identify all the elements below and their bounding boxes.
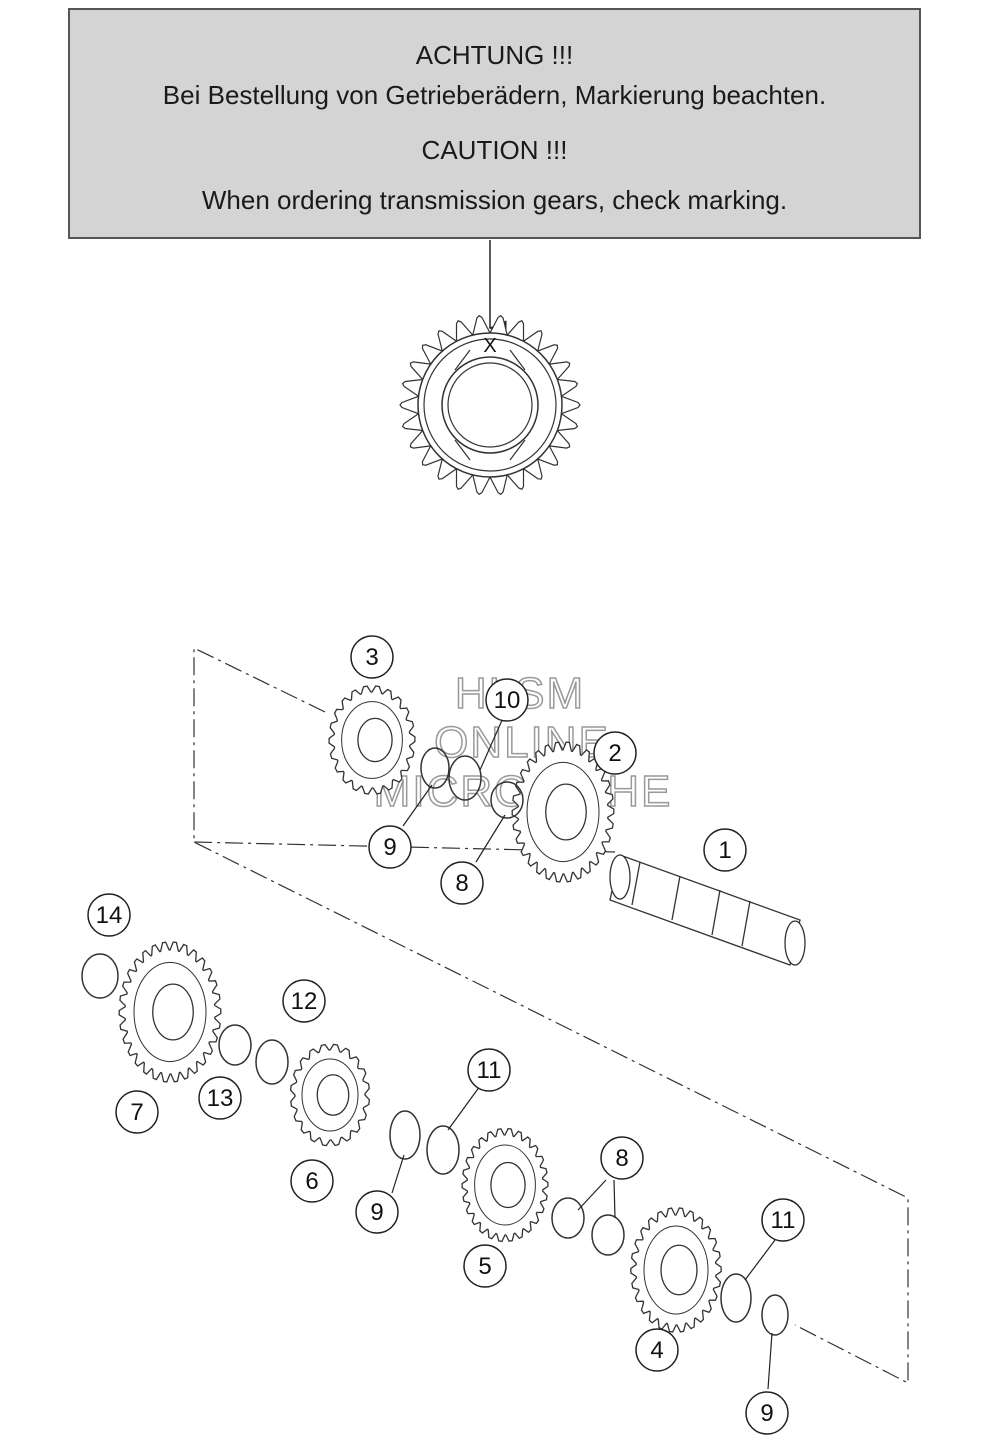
rings-group	[81, 747, 789, 1336]
callout-7: 7	[115, 1090, 159, 1134]
callout-number: 14	[96, 902, 123, 929]
callout-6: 6	[290, 1159, 334, 1203]
gear-4-icon	[630, 1207, 722, 1333]
callout-9: 9	[745, 1391, 789, 1435]
notice-en-title: CAUTION !!!	[421, 135, 568, 165]
callout-14: 14	[87, 893, 131, 937]
callout-number: 8	[455, 870, 468, 897]
shaft-part	[609, 854, 806, 966]
callout-number: 7	[130, 1099, 143, 1126]
gear-3-icon	[328, 685, 416, 795]
callout-4: 4	[635, 1328, 679, 1372]
callout-3: 3	[350, 635, 394, 679]
bushing-8c	[591, 1214, 625, 1256]
callout-11: 11	[761, 1198, 805, 1242]
bushing-13	[218, 1024, 252, 1066]
callout-5: 5	[463, 1244, 507, 1288]
callout-8: 8	[440, 861, 484, 905]
callout-number: 5	[478, 1253, 491, 1280]
gear-6-icon	[289, 1043, 371, 1147]
bushing-8b	[551, 1197, 585, 1239]
callout-number: 3	[365, 644, 378, 671]
callout-9: 9	[355, 1190, 399, 1234]
circlip-9c	[761, 1294, 789, 1336]
washer-11b	[720, 1273, 752, 1323]
marking-letter: X	[483, 335, 496, 357]
caution-notice-box: ACHTUNG !!! Bei Bestellung von Getrieber…	[68, 8, 921, 239]
callout-number: 11	[477, 1057, 502, 1084]
gear-2-icon	[511, 741, 615, 883]
leader-lines	[391, 717, 776, 1390]
callout-13: 13	[198, 1076, 242, 1120]
gear-5-icon	[461, 1127, 549, 1243]
callout-8: 8	[600, 1136, 644, 1180]
callout-number: 9	[760, 1400, 773, 1427]
marked-gear-icon: X	[399, 314, 581, 496]
circlip-9a	[420, 747, 450, 789]
callout-number: 9	[383, 834, 396, 861]
callout-number: 10	[494, 687, 521, 714]
callout-number: 9	[370, 1199, 383, 1226]
gear-7-icon	[118, 941, 222, 1083]
notice-de-text: Bei Bestellung von Getrieberädern, Marki…	[162, 80, 827, 110]
callout-number: 12	[291, 988, 318, 1015]
washer-10	[448, 755, 482, 801]
callout-number: 11	[771, 1207, 796, 1234]
notice-en-text: When ordering transmission gears, check …	[201, 185, 788, 215]
callout-number: 4	[650, 1337, 663, 1364]
callout-12: 12	[282, 979, 326, 1023]
washer-12	[255, 1039, 289, 1085]
bushing-8a	[490, 781, 524, 819]
washer-11a	[426, 1125, 460, 1175]
circlip-9b	[389, 1110, 421, 1160]
callout-number: 13	[207, 1085, 234, 1112]
notice-de-title: ACHTUNG !!!	[415, 40, 574, 70]
callout-2: 2	[593, 731, 637, 775]
callout-number: 1	[718, 837, 731, 864]
washer-14	[81, 953, 119, 999]
callout-9: 9	[368, 825, 412, 869]
callout-11: 11	[467, 1048, 511, 1092]
callout-number: 8	[615, 1145, 628, 1172]
callout-number: 2	[608, 740, 621, 767]
callout-1: 1	[703, 828, 747, 872]
callout-10: 10	[485, 678, 529, 722]
callout-number: 6	[305, 1168, 318, 1195]
gears-group	[118, 685, 722, 1333]
